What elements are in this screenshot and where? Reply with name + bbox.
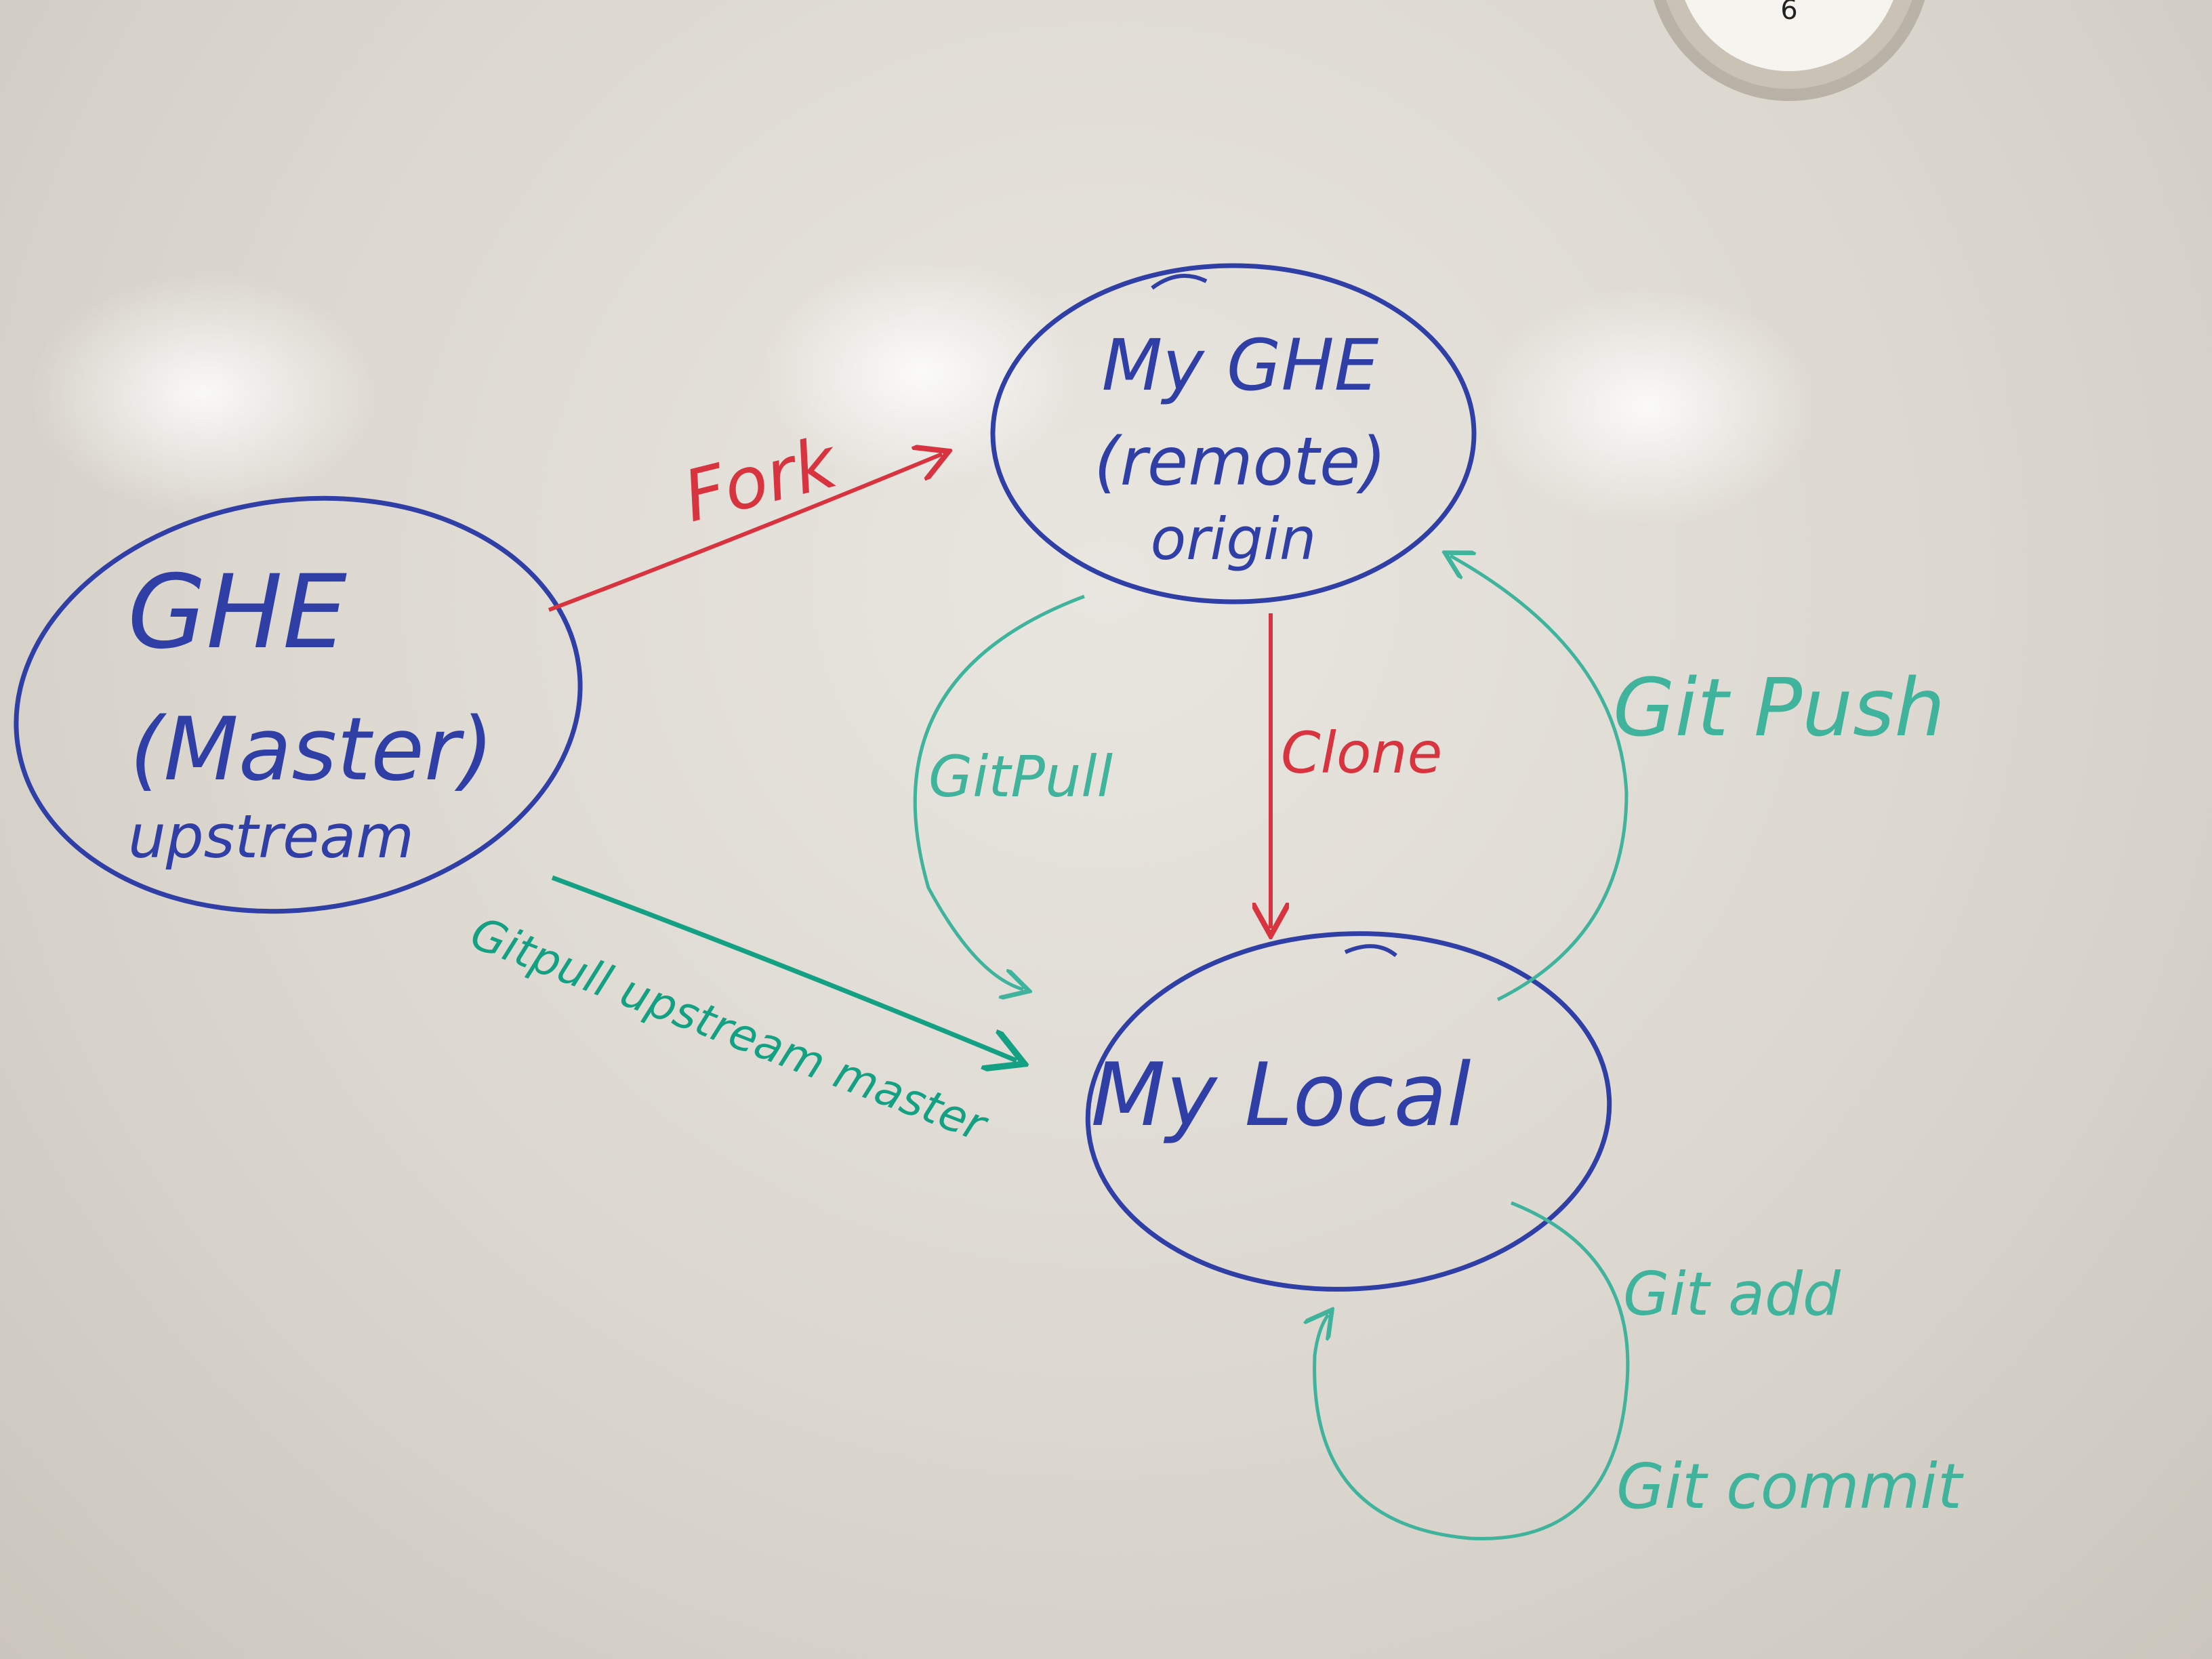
git-push-arrow [1450, 556, 1629, 1002]
glare [27, 271, 380, 515]
fork-label: Fork [676, 420, 847, 538]
glare [1477, 285, 1816, 529]
ghe-role: upstream [128, 802, 414, 872]
git-push-label: Git Push [1613, 661, 1945, 754]
myghe-role: origin [1151, 506, 1317, 573]
git-add-commit-loop-arrow [1315, 1201, 1630, 1540]
git-add-label: Git add [1623, 1259, 1841, 1329]
clock-numeral: 6 [1780, 0, 1797, 26]
myghe-node-loop [1151, 274, 1208, 290]
wall-clock: 6 [1653, 0, 1925, 101]
mylocal-node-loop [1344, 944, 1397, 958]
ghe-title: GHE [127, 554, 347, 672]
git-pull-label: GitPull [928, 743, 1113, 810]
fork-arrow [548, 454, 942, 612]
clone-label: Clone [1281, 720, 1442, 786]
mylocal-title: My Local [1091, 1045, 1471, 1146]
git-pull-arrow [913, 594, 1085, 989]
git-pull-upstream-arrow [551, 875, 1017, 1061]
ghe-node-outline [14, 495, 583, 914]
mylocal-node-outline [1085, 931, 1612, 1292]
git-commit-label: Git commit [1616, 1450, 1964, 1523]
myghe-node-outline [990, 263, 1477, 605]
myghe-subtitle: (remote) [1094, 424, 1386, 501]
myghe-title: My GHE [1102, 324, 1379, 407]
ghe-subtitle: (Master) [130, 699, 494, 800]
